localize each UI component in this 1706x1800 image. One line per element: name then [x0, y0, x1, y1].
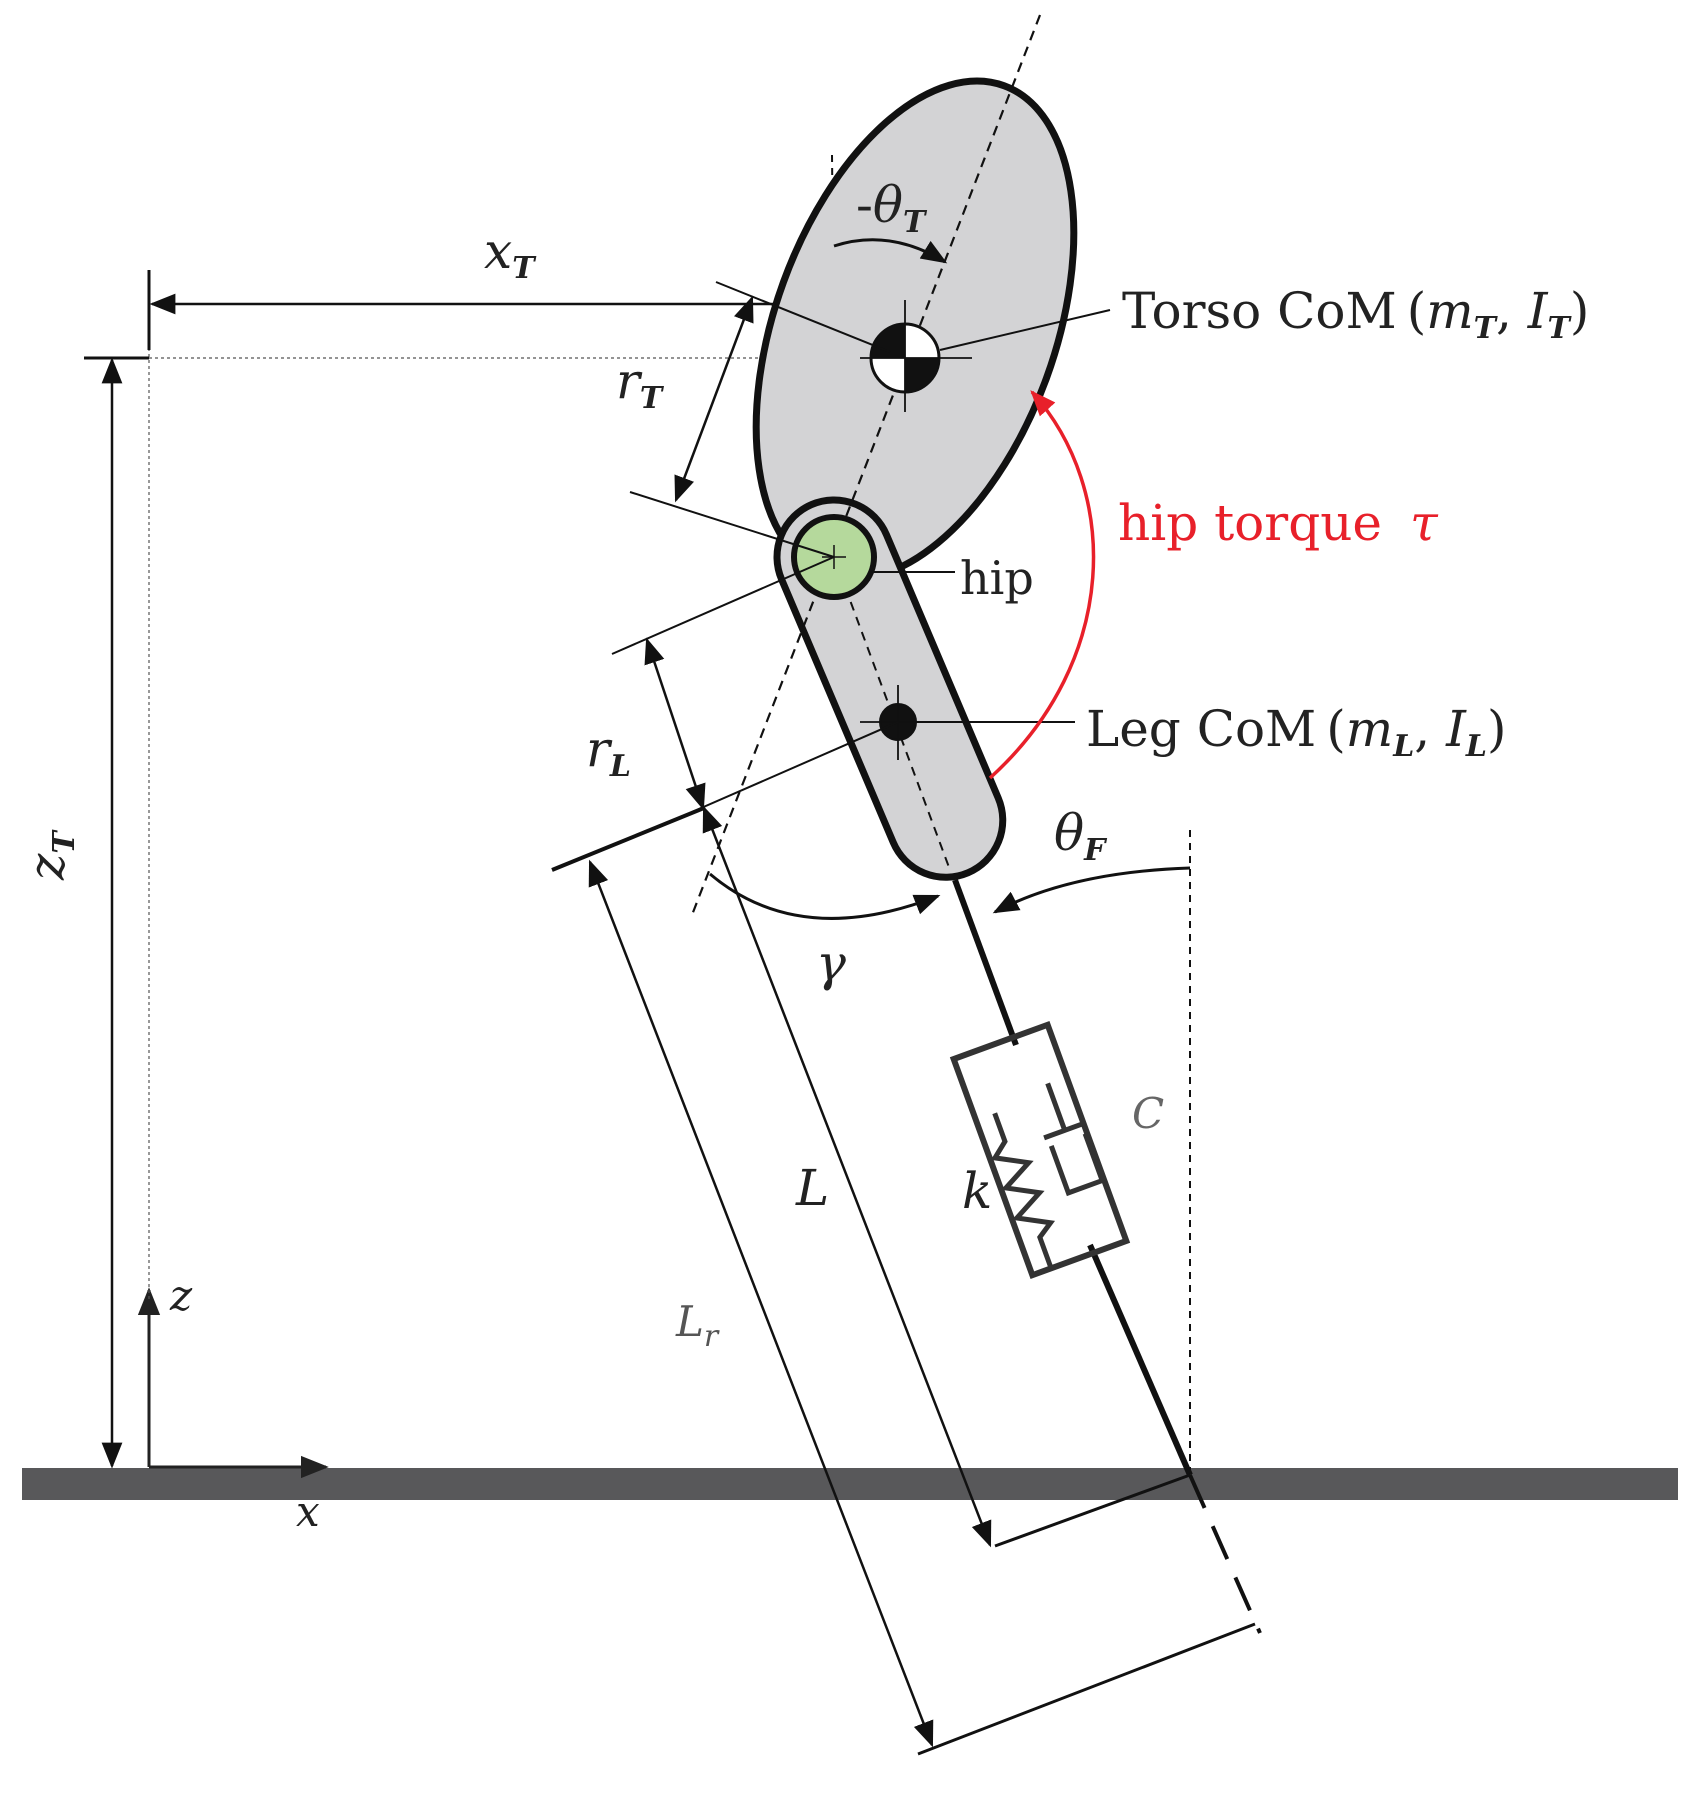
spring-k-label: k [962, 1162, 992, 1220]
rL-dimension [611, 556, 899, 813]
thetaF-angle-arc [992, 866, 1191, 914]
Lr-dimension [551, 806, 1256, 1756]
coordinate-axes [137, 1287, 329, 1479]
gamma-label: γ [816, 934, 846, 992]
torso-com-leader [939, 309, 1111, 351]
thetaT-angle-arc [833, 238, 948, 264]
torso-axis-line [690, 14, 1042, 916]
xT-label: xT [484, 222, 537, 286]
torso-com-label: Torso CoM(mT, IT) [1122, 282, 1589, 346]
zT-label: zT [18, 829, 82, 881]
ground [22, 1468, 1678, 1500]
foot-rod-extension [1188, 1474, 1262, 1634]
L-label: L [795, 1159, 829, 1217]
foot-rod-lower [1087, 1243, 1193, 1477]
rT-dimension [629, 281, 891, 558]
rT-label: rT [616, 352, 665, 416]
svg-text:zT: zT [18, 829, 82, 881]
thetaT-label: -θT [856, 176, 928, 240]
hip-label: hip [960, 551, 1034, 605]
x-axis-label: x [296, 1487, 320, 1536]
thetaF-label: θF [1054, 804, 1108, 868]
spring-damper [949, 1020, 1131, 1280]
hip-torque-arc [988, 390, 1096, 780]
leg-com-label: Leg CoM(mL, IL) [1086, 700, 1506, 764]
z-axis-label: z [169, 1271, 193, 1320]
damper-C-label: C [1132, 1089, 1164, 1138]
rL-label: rL [586, 720, 631, 784]
L-dimension [702, 805, 1191, 1548]
Lr-label: Lr [675, 1297, 720, 1354]
torso-com-marker [860, 300, 972, 412]
